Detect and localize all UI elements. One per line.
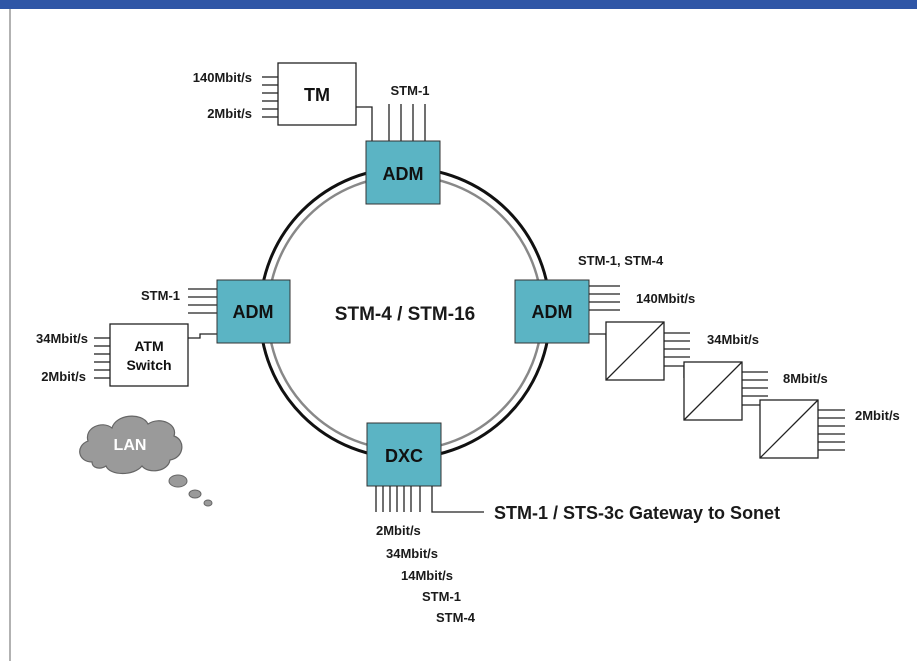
adm-left-label: ADM xyxy=(233,302,274,322)
mux-8 xyxy=(683,361,768,421)
adm-top-node xyxy=(365,140,441,205)
dxc-bottom-node xyxy=(366,422,442,487)
dxc-34-label: 34Mbit/s xyxy=(386,546,438,561)
right-140-label: 140Mbit/s xyxy=(636,291,695,306)
dxc-bottom-label: DXC xyxy=(385,446,423,466)
top-adm-stm1-lines xyxy=(388,104,426,141)
top-stm1-label: STM-1 xyxy=(391,83,430,98)
atm-2-label: 2Mbit/s xyxy=(41,369,86,384)
mux-2-label: 2Mbit/s xyxy=(855,408,900,423)
mux-8-label: 8Mbit/s xyxy=(783,371,828,386)
dxc-stm4-label: STM-4 xyxy=(436,610,476,625)
atm-tributary-lines xyxy=(94,337,110,379)
tm-device: TM xyxy=(277,62,357,126)
adm-left-node xyxy=(216,279,291,344)
left-stm1-label: STM-1 xyxy=(141,288,180,303)
tm-140-label: 140Mbit/s xyxy=(193,70,252,85)
lan-cloud xyxy=(79,415,213,507)
dxc-stm1-label: STM-1 xyxy=(422,589,461,604)
dxc-14-label: 14Mbit/s xyxy=(401,568,453,583)
atm-switch-device: ATM Switch xyxy=(109,323,189,387)
lan-label: LAN xyxy=(114,437,147,454)
dxc-tributary-lines xyxy=(375,486,484,513)
header-bar xyxy=(0,0,917,9)
adm-right-node xyxy=(514,279,590,344)
atm-switch-label-line2: Switch xyxy=(126,357,171,373)
tm-tributary-lines xyxy=(262,76,373,141)
left-adm-stm1-lines xyxy=(188,288,217,339)
ring-label: STM-4 / STM-16 xyxy=(335,304,475,325)
adm-right-label: ADM xyxy=(532,302,573,322)
tm-label: TM xyxy=(304,85,330,105)
mux-2 xyxy=(759,399,845,459)
tm-2-label: 2Mbit/s xyxy=(207,106,252,121)
adm-top-label: ADM xyxy=(383,164,424,184)
dxc-2-label: 2Mbit/s xyxy=(376,523,421,538)
mux-34-label: 34Mbit/s xyxy=(707,332,759,347)
atm-34-label: 34Mbit/s xyxy=(36,331,88,346)
atm-switch-label-line1: ATM xyxy=(134,338,163,354)
mux-34 xyxy=(605,321,690,381)
right-stm-label: STM-1, STM-4 xyxy=(578,253,664,268)
gateway-label: STM-1 / STS-3c Gateway to Sonet xyxy=(494,503,780,523)
